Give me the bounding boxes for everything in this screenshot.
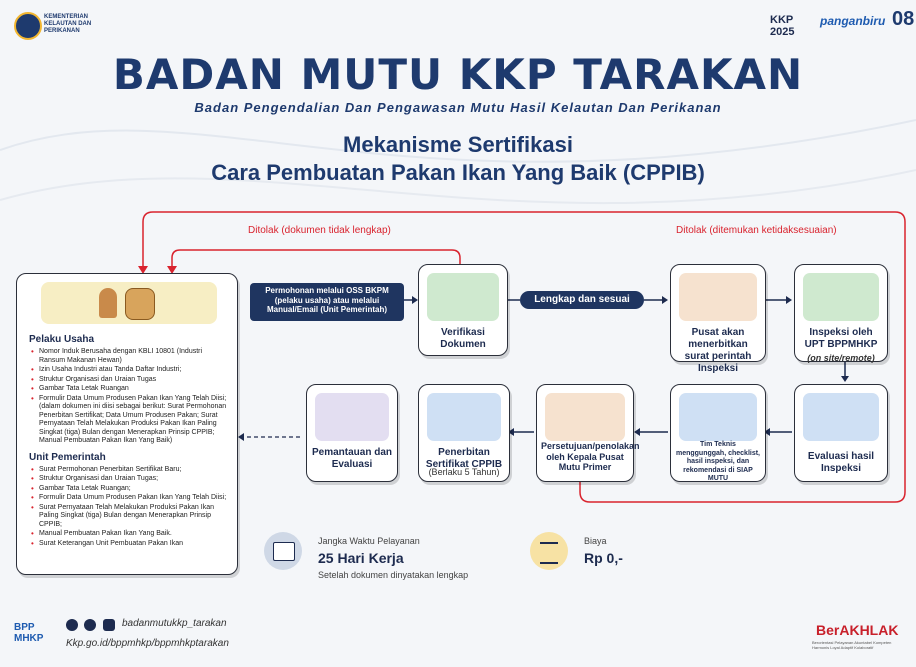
persetujuan-label: Persetujuan/penolakan oleh Kepala Pusat … xyxy=(541,441,640,472)
list-item: Formulir Data Umum Produsen Pakan Ikan Y… xyxy=(31,494,229,503)
business-icon-box xyxy=(41,282,217,324)
card-timteknis: Tim Teknis menggunggah, checklist, hasil… xyxy=(670,384,766,482)
computer-upload-icon xyxy=(679,393,757,441)
calendar-icon xyxy=(264,532,302,570)
inspeksi-label: Inspeksi oleh UPT BPPMHKP xyxy=(804,327,878,350)
inspeksi-sub: (on site/remote) xyxy=(807,353,875,363)
list-item: Struktur Organisasi dan Uraian Tugas; xyxy=(31,475,229,484)
card-penerbitan: Penerbitan Sertifikat CPPIB (Berlaku 5 T… xyxy=(418,384,510,482)
social-icons xyxy=(66,618,116,632)
feed-bag-icon xyxy=(125,288,155,320)
berakhlak-logo: BerAKHLAK xyxy=(816,622,899,638)
period-label: Jangka Waktu Pelayanan xyxy=(318,536,420,546)
right-logo: 08 xyxy=(892,8,915,30)
kkp2025-logo: KKP 2025 xyxy=(770,14,795,38)
list-item: Manual Pembuatan Pakan Ikan Yang Baik. xyxy=(31,530,229,539)
bpp-logo: BPP MHKP xyxy=(14,622,44,644)
reject-inspect-label: Ditolak (ditemukan ketidaksesuaian) xyxy=(676,225,837,236)
list-item: Gambar Tata Letak Ruangan; xyxy=(31,485,229,494)
card-verifikasi: Verifikasi Dokumen xyxy=(418,264,508,356)
pelaku-usaha-title: Pelaku Usaha xyxy=(29,334,95,345)
building-icon xyxy=(315,393,389,441)
pusat-label: Pusat akan menerbitkan surat perintah In… xyxy=(684,327,752,374)
instagram-icon[interactable] xyxy=(102,619,115,631)
kkp-logo: KEMENTERIAN KELAUTAN DAN PERIKANAN xyxy=(14,10,124,40)
panganbiru-logo: panganbiru xyxy=(820,14,886,28)
list-item: Surat Pernyataan Telah Melakukan Produks… xyxy=(31,504,229,530)
requirements-panel: Pelaku Usaha Nomor Induk Berusaha dengan… xyxy=(16,273,238,575)
timteknis-label: Tim Teknis menggunggah, checklist, hasil… xyxy=(675,441,760,482)
pemantauan-label: Pemantauan dan Evaluasi xyxy=(311,447,393,470)
main-title: BADAN MUTU KKP TARAKAN xyxy=(112,50,804,99)
list-item: Formulir Data Umum Produsen Pakan Ikan Y… xyxy=(31,395,229,446)
list-item: Surat Keterangan Unit Pembuatan Pakan Ik… xyxy=(31,540,229,549)
submit-pill: Permohonan melalui OSS BKPM (pelaku usah… xyxy=(250,283,404,321)
list-item: Nomor Induk Berusaha dengan KBLI 10801 (… xyxy=(31,348,229,365)
pelaku-usaha-list: Nomor Induk Berusaha dengan KBLI 10801 (… xyxy=(29,348,229,446)
mechanism-title-line2: Cara Pembuatan Pakan Ikan Yang Baik (CPP… xyxy=(211,160,705,185)
card-inspeksi: Inspeksi oleh UPT BPPMHKP (on site/remot… xyxy=(794,264,888,363)
list-item: Gambar Tata Letak Ruangan xyxy=(31,385,229,394)
list-item: Struktur Organisasi dan Uraian Tugas xyxy=(31,376,229,385)
cost-label: Biaya xyxy=(584,536,607,546)
person-icon xyxy=(99,288,117,318)
twitter-icon[interactable] xyxy=(66,619,78,631)
official-icon xyxy=(545,393,625,441)
berakhlak-sub: Berorientasi Pelayanan Akuntabel Kompete… xyxy=(812,640,892,650)
complete-pill: Lengkap dan sesuai xyxy=(520,291,644,309)
certificate-icon xyxy=(427,393,501,441)
facebook-icon[interactable] xyxy=(84,619,97,631)
document-pen-icon xyxy=(679,273,757,321)
scale-icon xyxy=(530,532,568,570)
unit-pemerintah-title: Unit Pemerintah xyxy=(29,451,106,463)
checklist-icon xyxy=(427,273,499,321)
evaluasi-label: Evaluasi hasil Inspeksi xyxy=(807,451,875,474)
penerbitan-sub: (Berlaku 5 Tahun) xyxy=(428,467,500,477)
card-pemantauan: Pemantauan dan Evaluasi xyxy=(306,384,398,482)
card-persetujuan: Persetujuan/penolakan oleh Kepala Pusat … xyxy=(536,384,640,482)
card-pusat: Pusat akan menerbitkan surat perintah In… xyxy=(670,264,766,374)
list-item: Izin Usaha Industri atau Tanda Daftar In… xyxy=(31,366,229,375)
period-note: Setelah dokumen dinyatakan lengkap xyxy=(318,570,469,580)
cost-value: Rp 0,- xyxy=(584,550,623,566)
kkp-logo-text: KEMENTERIAN KELAUTAN DAN PERIKANAN xyxy=(44,14,92,34)
verifikasi-label: Verifikasi Dokumen xyxy=(440,327,486,350)
inspect-clipboard-icon xyxy=(803,273,879,321)
mechanism-title-line1: Mekanisme Sertifikasi xyxy=(343,132,573,157)
evaluation-shield-icon xyxy=(803,393,879,441)
website-link[interactable]: Kkp.go.id/bppmhkp/bppmhkptarakan xyxy=(66,638,229,649)
kkp-emblem-icon xyxy=(14,12,42,40)
period-value: 25 Hari Kerja xyxy=(318,550,404,566)
list-item: Surat Permohonan Penerbitan Sertifikat B… xyxy=(31,466,229,475)
main-subtitle: Badan Pengendalian Dan Pengawasan Mutu H… xyxy=(194,100,722,115)
reject-doc-label: Ditolak (dokumen tidak lengkap) xyxy=(248,225,391,236)
unit-pemerintah-list: Surat Permohonan Penerbitan Sertifikat B… xyxy=(29,466,229,549)
social-handle[interactable]: badanmutukkp_tarakan xyxy=(122,618,227,629)
card-evaluasi: Evaluasi hasil Inspeksi xyxy=(794,384,888,482)
penerbitan-label: Penerbitan Sertifikat CPPIB xyxy=(425,447,503,470)
